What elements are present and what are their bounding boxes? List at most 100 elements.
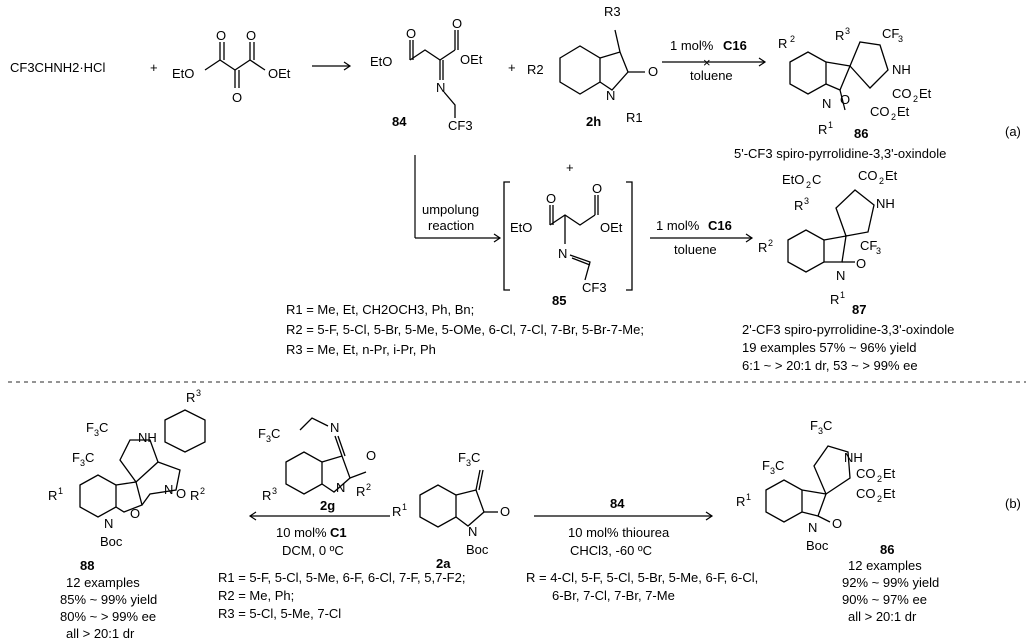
svg-text:R: R xyxy=(190,488,199,503)
svg-text:2: 2 xyxy=(879,176,884,186)
svg-text:OEt: OEt xyxy=(268,66,291,81)
svg-text:EtO: EtO xyxy=(782,172,804,187)
svg-text:O: O xyxy=(176,486,186,501)
svg-text:R: R xyxy=(835,28,844,43)
svg-text:N: N xyxy=(436,80,445,95)
svg-text:O: O xyxy=(856,256,866,271)
svg-text:90% ~ 97% ee: 90% ~ 97% ee xyxy=(842,592,927,607)
svg-text:12 examples: 12 examples xyxy=(848,558,922,573)
svg-text:3: 3 xyxy=(196,388,201,398)
svg-text:R1 = Me, Et, CH2OCH3, Ph, Bn;: R1 = Me, Et, CH2OCH3, Ph, Bn; xyxy=(286,302,474,317)
plus-sign-2: + xyxy=(508,60,516,75)
svg-text:CF: CF xyxy=(860,238,877,253)
svg-text:86: 86 xyxy=(880,542,894,557)
svg-text:CF: CF xyxy=(882,26,899,41)
svg-text:2a: 2a xyxy=(436,556,451,571)
svg-text:R1: R1 xyxy=(626,110,643,125)
svg-text:Et: Et xyxy=(885,168,898,183)
svg-text:CO: CO xyxy=(870,104,890,119)
svg-text:EtO: EtO xyxy=(510,220,532,235)
substituent-list-b-right: R = 4-Cl, 5-F, 5-Cl, 5-Br, 5-Me, 6-F, 6-… xyxy=(526,570,758,603)
svg-text:92% ~ 99% yield: 92% ~ 99% yield xyxy=(842,575,939,590)
svg-text:N: N xyxy=(336,480,345,495)
svg-text:5'-CF3 spiro-pyrrolidine-3,3'-: 5'-CF3 spiro-pyrrolidine-3,3'-oxindole xyxy=(734,146,946,161)
svg-text:R = 4-Cl, 5-F, 5-Cl, 5-Br, 5-M: R = 4-Cl, 5-F, 5-Cl, 5-Br, 5-Me, 6-F, 6-… xyxy=(526,570,758,585)
svg-text:1: 1 xyxy=(58,486,63,496)
svg-text:1: 1 xyxy=(746,492,751,502)
svg-text:N: N xyxy=(822,96,831,111)
svg-text:C: C xyxy=(85,450,94,465)
svg-text:C: C xyxy=(471,450,480,465)
svg-text:R3 = Me, Et, n-Pr, i-Pr, Ph: R3 = Me, Et, n-Pr, i-Pr, Ph xyxy=(286,342,436,357)
svg-text:6-Br, 7-Cl, 7-Br, 7-Me: 6-Br, 7-Cl, 7-Br, 7-Me xyxy=(552,588,675,603)
arrow-left-catalyst: 10 mol% C1 DCM, 0 ºC xyxy=(248,511,390,558)
svg-text:F: F xyxy=(762,458,770,473)
svg-text:all > 20:1 dr: all > 20:1 dr xyxy=(848,609,917,624)
compound-85-structure: OO EtO OEt N CF3 85 xyxy=(503,181,633,308)
svg-text:10 mol%: 10 mol% xyxy=(276,525,327,540)
svg-text:N: N xyxy=(330,420,339,435)
svg-text:2: 2 xyxy=(806,180,811,190)
svg-text:N: N xyxy=(468,524,477,539)
svg-text:DCM, 0 ºC: DCM, 0 ºC xyxy=(282,543,344,558)
svg-text:O: O xyxy=(406,26,416,41)
svg-text:2: 2 xyxy=(877,474,882,484)
svg-text:R: R xyxy=(392,504,401,519)
plus-sign: + xyxy=(150,60,158,75)
svg-text:Boc: Boc xyxy=(100,534,123,549)
svg-text:reaction: reaction xyxy=(428,218,474,233)
svg-text:1 mol%: 1 mol% xyxy=(670,38,714,53)
svg-text:12 examples: 12 examples xyxy=(66,575,140,590)
svg-text:NH: NH xyxy=(876,196,895,211)
svg-text:CF3: CF3 xyxy=(448,118,473,133)
svg-text:O: O xyxy=(246,28,256,43)
svg-text:3: 3 xyxy=(80,458,85,468)
svg-text:CO: CO xyxy=(892,86,912,101)
plus-sign-3: + xyxy=(566,160,574,175)
svg-text:CO: CO xyxy=(858,168,878,183)
svg-text:R: R xyxy=(758,240,767,255)
svg-text:3: 3 xyxy=(804,196,809,206)
svg-text:F: F xyxy=(86,420,94,435)
arrow-top-catalyst: 1 mol% C16 × toluene xyxy=(662,38,767,83)
svg-text:R: R xyxy=(778,36,787,51)
svg-text:R2 = 5-F, 5-Cl, 5-Br, 5-Me, 5-: R2 = 5-F, 5-Cl, 5-Br, 5-Me, 5-OMe, 6-Cl,… xyxy=(286,322,644,337)
svg-text:OEt: OEt xyxy=(600,220,623,235)
svg-text:84: 84 xyxy=(610,496,625,511)
svg-text:3: 3 xyxy=(818,426,823,436)
svg-text:1: 1 xyxy=(840,290,845,300)
svg-text:2: 2 xyxy=(366,482,371,492)
svg-text:R: R xyxy=(356,484,365,499)
compound-2h-structure: R3 R2 O N R1 2h xyxy=(527,4,658,129)
label-b: (b) xyxy=(1005,496,1021,511)
svg-text:all > 20:1 dr: all > 20:1 dr xyxy=(66,626,135,641)
svg-text:O: O xyxy=(452,16,462,31)
svg-text:88: 88 xyxy=(80,558,94,573)
arrow-1 xyxy=(312,61,352,71)
svg-text:1: 1 xyxy=(402,502,407,512)
svg-text:2g: 2g xyxy=(320,498,335,513)
svg-text:2: 2 xyxy=(200,486,205,496)
svg-text:C: C xyxy=(99,420,108,435)
svg-text:toluene: toluene xyxy=(674,242,717,257)
svg-text:Et: Et xyxy=(897,104,910,119)
svg-text:R1 = 5-F, 5-Cl, 5-Me, 6-F, 6-C: R1 = 5-F, 5-Cl, 5-Me, 6-F, 6-Cl, 7-F, 5,… xyxy=(218,570,465,585)
svg-text:N: N xyxy=(558,246,567,261)
svg-text:3: 3 xyxy=(266,434,271,444)
svg-text:R: R xyxy=(262,488,271,503)
umpolung-arrow: umpolung reaction xyxy=(414,155,502,243)
svg-text:C16: C16 xyxy=(723,38,747,53)
svg-text:R2 = Me, Ph;: R2 = Me, Ph; xyxy=(218,588,294,603)
svg-text:Et: Et xyxy=(919,86,932,101)
svg-text:19 examples 57% ~ 96% yield: 19 examples 57% ~ 96% yield xyxy=(742,340,917,355)
label-a: (a) xyxy=(1005,124,1021,139)
svg-text:C: C xyxy=(775,458,784,473)
svg-text:R3: R3 xyxy=(604,4,621,19)
svg-text:3: 3 xyxy=(770,466,775,476)
